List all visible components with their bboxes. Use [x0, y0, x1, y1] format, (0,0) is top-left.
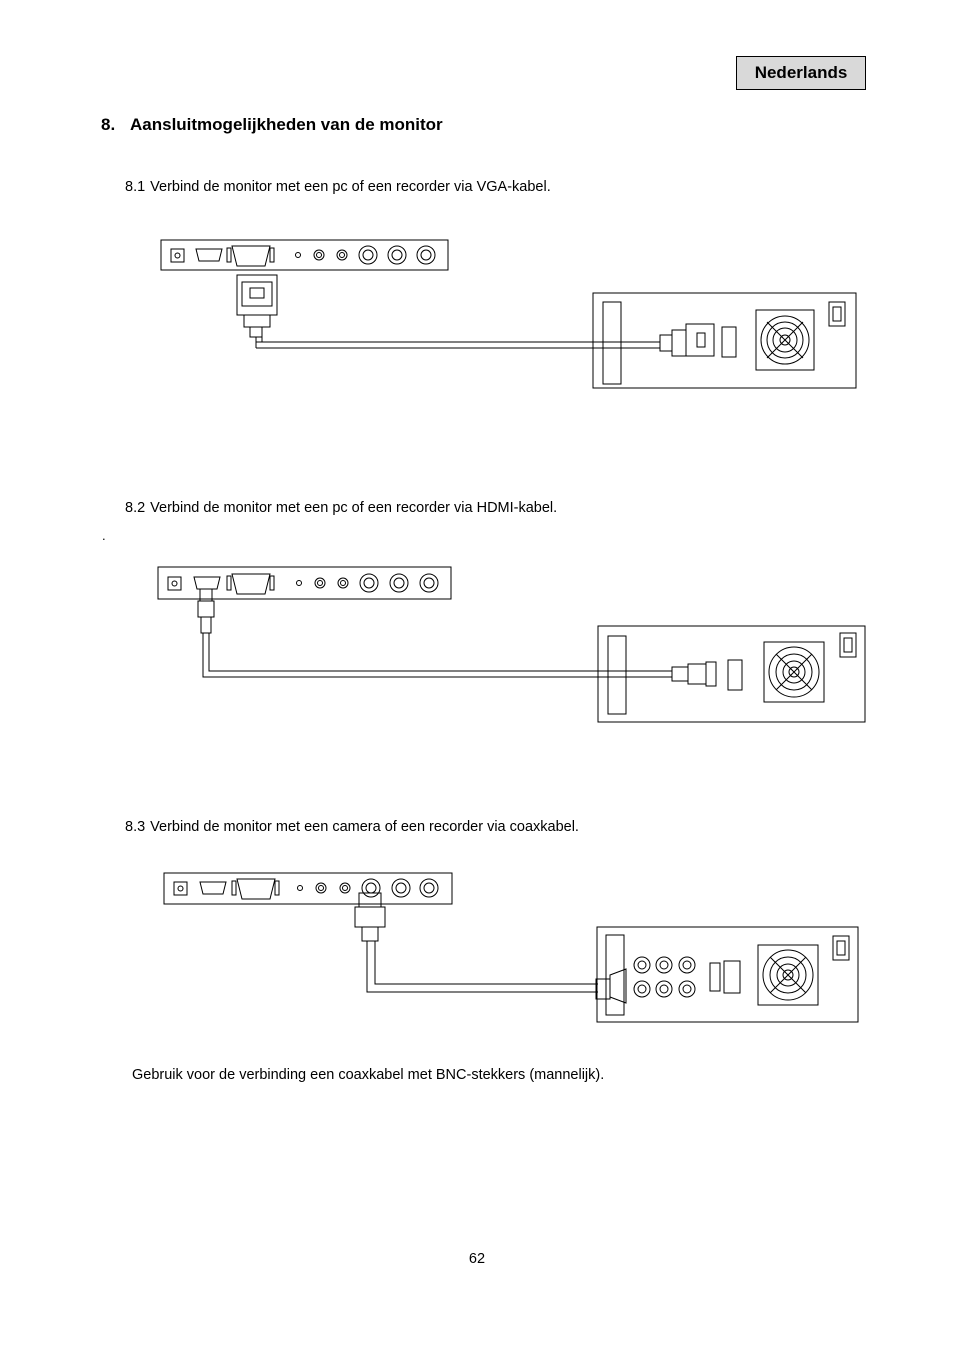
page-number: 62	[468, 1251, 486, 1267]
vga-port	[728, 660, 742, 690]
coax-cable	[367, 941, 598, 992]
vga-plug	[237, 275, 277, 315]
monitor-rear-panel	[158, 567, 451, 599]
dc-power-port	[171, 249, 184, 262]
bnc-plug	[359, 893, 381, 907]
subsection-number: 8.2	[125, 500, 146, 516]
hdmi-port	[710, 963, 720, 991]
power-socket-icon	[833, 936, 849, 960]
bnc-note: Gebruik voor de verbinding een coaxkabel…	[132, 1067, 605, 1083]
power-socket-icon	[840, 633, 856, 657]
dc-power-port	[168, 577, 181, 590]
subsection-number: 8.1	[125, 179, 146, 195]
monitor-rear-panel	[161, 240, 448, 270]
hdmi-connection-diagram	[0, 560, 954, 730]
vga-port	[232, 574, 270, 594]
recorder-rear-panel	[593, 293, 856, 388]
fan-icon	[756, 310, 814, 370]
subsection-text: Verbind de monitor met een pc of een rec…	[150, 500, 558, 516]
hdmi-plug	[672, 667, 688, 681]
hdmi-port	[200, 882, 226, 894]
fan-icon	[758, 945, 818, 1005]
monitor-rear-panel	[164, 873, 452, 904]
section-heading: Aansluitmogelijkheden van de monitor	[130, 115, 443, 134]
stray-mark: .	[102, 528, 106, 543]
hdmi-cable	[203, 633, 672, 677]
vga-cable	[256, 337, 660, 342]
vga-port	[237, 879, 275, 899]
vga-port	[232, 246, 270, 266]
vga-plug	[686, 324, 714, 356]
subsection-text: Verbind de monitor met een pc of een rec…	[150, 179, 551, 195]
bnc-plug	[596, 979, 610, 999]
bnc-port	[362, 879, 380, 897]
dc-power-port	[174, 882, 187, 895]
rca-port	[337, 250, 347, 260]
rca-port	[314, 250, 324, 260]
bnc-port	[417, 246, 435, 264]
recorder-rear-panel	[597, 927, 858, 1022]
subsection-number: 8.3	[125, 819, 146, 835]
bnc-port	[388, 246, 406, 264]
section-number: 8.	[101, 115, 116, 134]
hdmi-port	[194, 577, 220, 589]
coax-connection-diagram	[0, 865, 954, 1035]
recorder-rear-panel	[598, 626, 865, 722]
vga-port	[722, 327, 736, 357]
language-badge: Nederlands	[736, 56, 866, 90]
bnc-port	[359, 246, 377, 264]
fan-icon	[764, 642, 824, 702]
subsection-text: Verbind de monitor met een camera of een…	[150, 819, 579, 835]
section-title: 8. Aansluitmogelijkheden van de monitor	[101, 115, 443, 135]
vga-port	[724, 961, 740, 993]
vga-connection-diagram	[0, 230, 954, 400]
power-socket-icon	[829, 302, 845, 326]
hdmi-port	[196, 249, 222, 261]
audio-port	[296, 253, 301, 258]
